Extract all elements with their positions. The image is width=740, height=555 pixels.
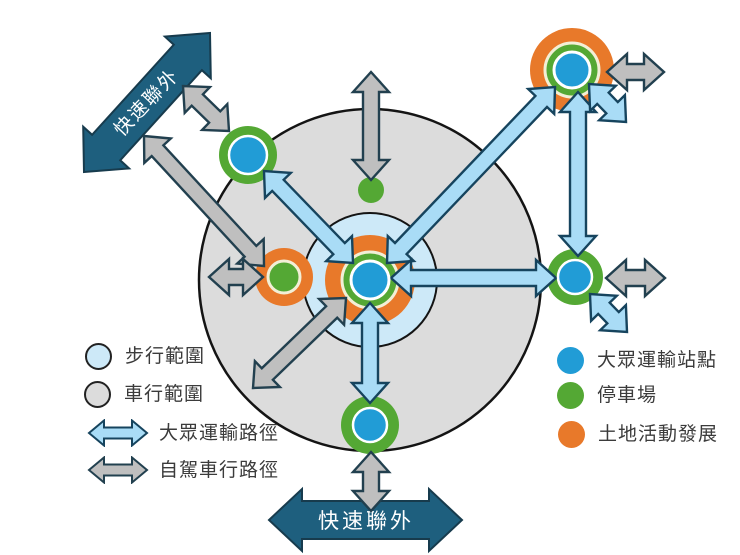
car-route-south <box>350 450 392 513</box>
transit-route-label: 大眾運輸路徑 <box>159 421 280 444</box>
transit-route-east-out <box>588 292 629 334</box>
express-link-northwest-arrow <box>82 31 212 174</box>
transit-route-center-east <box>389 257 558 299</box>
car-route-west <box>207 256 265 298</box>
transit-route-center-northwest <box>262 169 355 265</box>
car-range-label: 車行範圍 <box>124 383 205 405</box>
express-link-south-arrow <box>267 486 464 554</box>
legend-item-car-range: 車行範圍 <box>84 381 204 408</box>
parking-center-west <box>266 259 302 295</box>
transit-route-center-south <box>349 301 391 405</box>
station-label: 大眾運輸站點 <box>597 349 718 371</box>
car-swatch-arrow <box>87 456 149 484</box>
walk-range-swatch <box>85 343 112 370</box>
parking-label: 停車場 <box>597 384 658 406</box>
station-node-northeast <box>552 50 592 90</box>
station-node-south <box>351 406 389 444</box>
parking-swatch <box>557 382 584 409</box>
transit-route-northeast-out <box>587 82 628 124</box>
car-route-northeast-out <box>605 51 666 93</box>
station-node-northwest <box>227 134 269 176</box>
car-route-swatch <box>87 456 149 484</box>
station-node-center <box>349 259 391 301</box>
car-route-southwest <box>251 296 348 390</box>
land-label: 土地活動發展 <box>598 423 719 445</box>
transit-swatch-arrow <box>87 419 149 447</box>
legend-item-land: 土地活動發展 <box>558 421 718 448</box>
car-route-label: 自駕車行路徑 <box>159 458 280 481</box>
station-node-east <box>556 258 594 296</box>
car-range-swatch <box>84 381 111 408</box>
parking-node-north-small <box>358 177 384 203</box>
car-route-east-out <box>604 257 667 299</box>
legend-item-station: 大眾運輸站點 <box>557 347 717 374</box>
express-label-south: 快速聯外 <box>318 509 414 533</box>
legend-item-parking: 停車場 <box>557 382 657 409</box>
car-route-northwest-long <box>142 134 266 268</box>
land-swatch <box>558 421 585 448</box>
transit-route-northeast-east <box>557 90 599 258</box>
transit-route-swatch <box>87 419 149 447</box>
car-route-northwest-short <box>181 84 231 133</box>
car-route-north <box>350 70 392 182</box>
legend-item-car-route: 自駕車行路徑 <box>86 456 279 484</box>
legend-item-walk-range: 步行範圍 <box>85 343 205 370</box>
station-swatch <box>557 347 584 374</box>
transit-route-center-northeast <box>385 85 557 265</box>
walk-range-label: 步行範圍 <box>125 345 206 367</box>
legend-item-transit-route: 大眾運輸路徑 <box>86 419 279 447</box>
